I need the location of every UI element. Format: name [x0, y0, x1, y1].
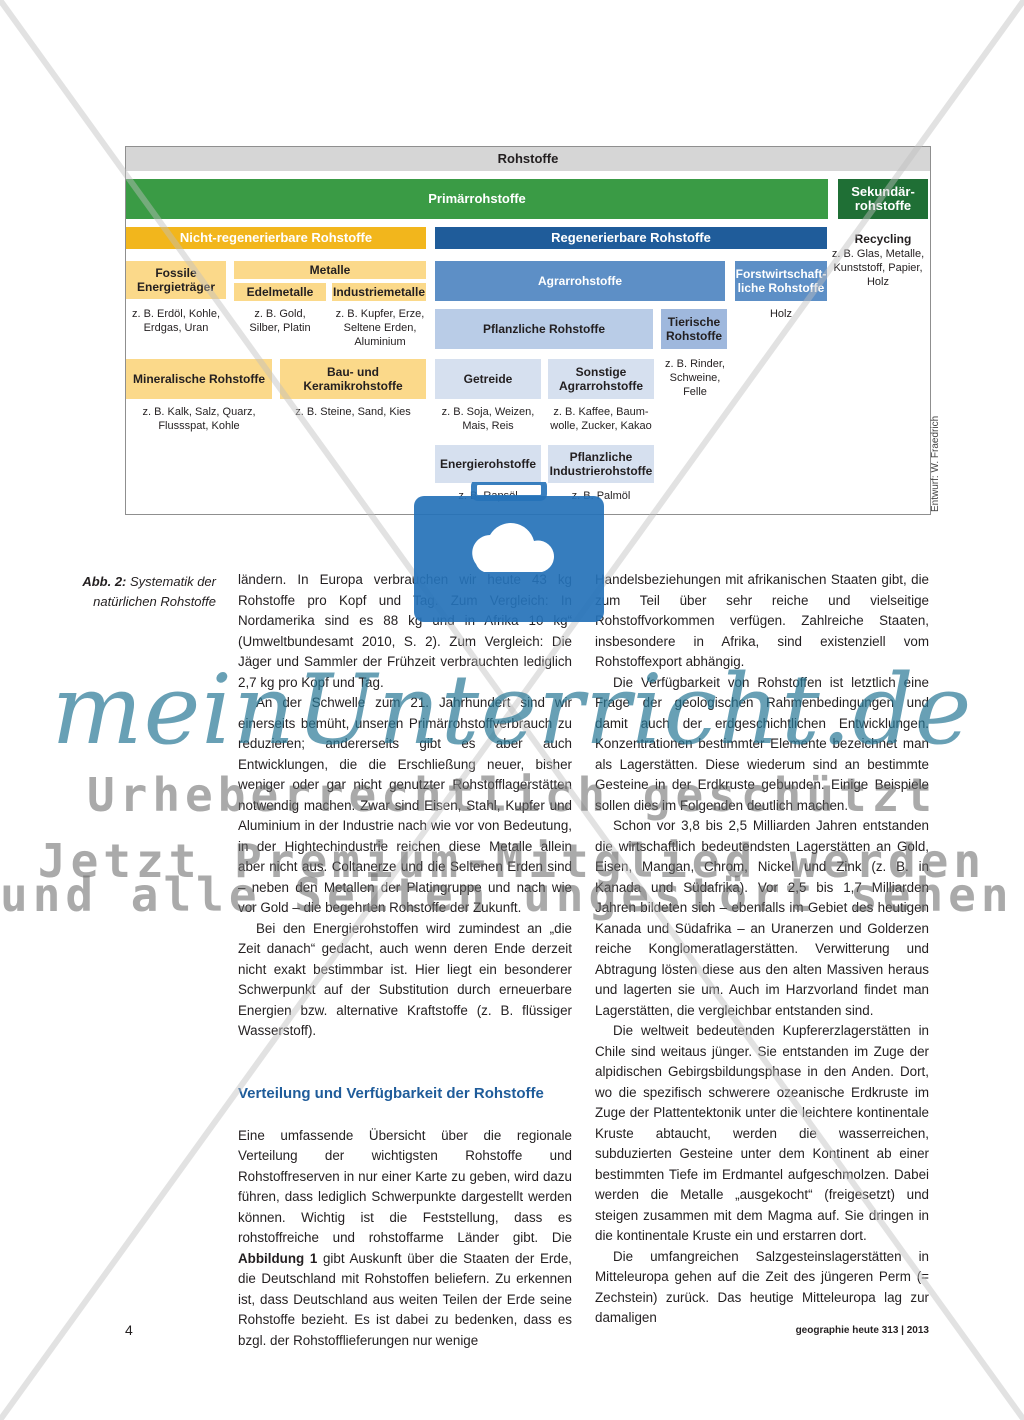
fossil-box: Fossile Energieträger [126, 261, 226, 299]
renewable-header: Regenerierbare Rohstoffe [435, 227, 827, 249]
watermark-line-1: Urheberrechtlich geschützt [86, 768, 938, 822]
section-heading: Verteilung und Verfügbarkeit der Rohstof… [238, 1084, 544, 1102]
pflanzlich-ind-box: Pflanzliche Industrierohstoffe [548, 445, 654, 483]
text-column-1: ländern. In Europa verbrauchen wir heute… [238, 570, 572, 1351]
watermark-line-3: und alle Seiten ungestört sehen! [0, 868, 1024, 922]
paragraph: Bei den Energierohstoffen wird zumindest… [238, 920, 572, 1039]
pflanzlich-box: Pflanzliche Rohstoffe [435, 309, 653, 349]
tierisch-example: z. B. Rinder, Schweine, Felle [665, 358, 725, 398]
text-column-2: Handelsbeziehungen mit afrikanischen Sta… [595, 570, 929, 1329]
agrar-box: Agrarrohstoffe [435, 261, 725, 301]
forst-example: Holz [769, 308, 792, 320]
diagram-credit: Entwurf: W. Fraedrich [930, 415, 941, 512]
recycling-example: z. B. Glas, Metalle, Kunststoff, Papier,… [831, 248, 925, 288]
getreide-example: z. B. Soja, Weizen, Mais, Reis [441, 406, 535, 432]
bau-box: Bau- und Keramikrohstoffe [280, 359, 426, 399]
caption-text: Systematik der natürlichen Rohstoffe [93, 574, 216, 609]
mineralisch-example: z. B. Kalk, Salz, Quarz, Flussspat, Kohl… [142, 406, 256, 432]
recycling-label: Recycling [854, 232, 912, 246]
journal-info: geographie heute 313 | 2013 [795, 1325, 929, 1336]
forst-box: Forstwirtschaft-liche Rohstoffe [735, 261, 827, 301]
watermark-line-2: Jetzt Premium-Mitglied werden [37, 834, 987, 888]
energie-box: Energierohstoffe [435, 445, 541, 483]
paragraph: Schon vor 3,8 bis 2,5 Milliarden Jahren … [595, 818, 929, 1018]
paragraph: An der Schwelle zum 21. Jahrhundert sind… [238, 695, 572, 915]
industriemetalle-example: z. B. Kupfer, Erze, Seltene Erden, Alumi… [335, 308, 425, 348]
sonstige-example: z. B. Kaffee, Baum-wolle, Zucker, Kakao [550, 406, 652, 432]
paragraph: Die umfangreichen Salzgesteinslagerstätt… [595, 1248, 929, 1326]
sonstige-box: Sonstige Agrarrohstoffe [548, 359, 654, 399]
diagram-title: Rohstoffe [126, 147, 930, 171]
getreide-box: Getreide [435, 359, 541, 399]
page-number: 4 [125, 1322, 133, 1338]
paragraph: Handelsbeziehungen mit afrikanischen Sta… [595, 572, 929, 669]
paragraph: Die weltweit bedeutenden Kupfererzlagers… [595, 1023, 929, 1243]
figure-caption: Abb. 2: Systematik der natürlichen Rohst… [60, 572, 216, 612]
non-renewable-header: Nicht-regenerierbare Rohstoffe [126, 227, 426, 249]
industriemetalle-box: Industriemetalle [332, 283, 426, 301]
primary-header: Primärrohstoffe [126, 179, 828, 219]
watermark-logo: meinUnterricht.de [51, 654, 973, 766]
paragraph: Eine umfassende Übersicht über die regio… [238, 1126, 572, 1352]
mineralisch-box: Mineralische Rohstoffe [126, 359, 272, 399]
tierisch-box: Tierische Rohstoffe [661, 309, 727, 349]
metalle-box: Metalle [234, 261, 426, 279]
cloud-bag-icon [414, 482, 604, 622]
figure-reference: Abbildung 1 [238, 1250, 318, 1266]
caption-label: Abb. 2: [82, 574, 127, 589]
rohstoffe-diagram: Rohstoffe Primärrohstoffe Sekundär-rohst… [125, 146, 931, 515]
edelmetalle-example: z. B. Gold, Silber, Platin [249, 308, 311, 334]
secondary-header: Sekundär-rohstoffe [838, 179, 928, 219]
edelmetalle-box: Edelmetalle [234, 283, 326, 301]
paragraph-text: Eine umfassende Übersicht über die regio… [238, 1127, 572, 1246]
fossil-example: z. B. Erdöl, Kohle, Erdgas, Uran [131, 308, 221, 334]
paragraph: Die Verfügbarkeit von Rohstoffen ist let… [595, 674, 929, 813]
bau-example: z. B. Steine, Sand, Kies [295, 406, 411, 418]
paragraph-text: gibt Auskunft über die Staaten der Erde,… [238, 1250, 572, 1348]
